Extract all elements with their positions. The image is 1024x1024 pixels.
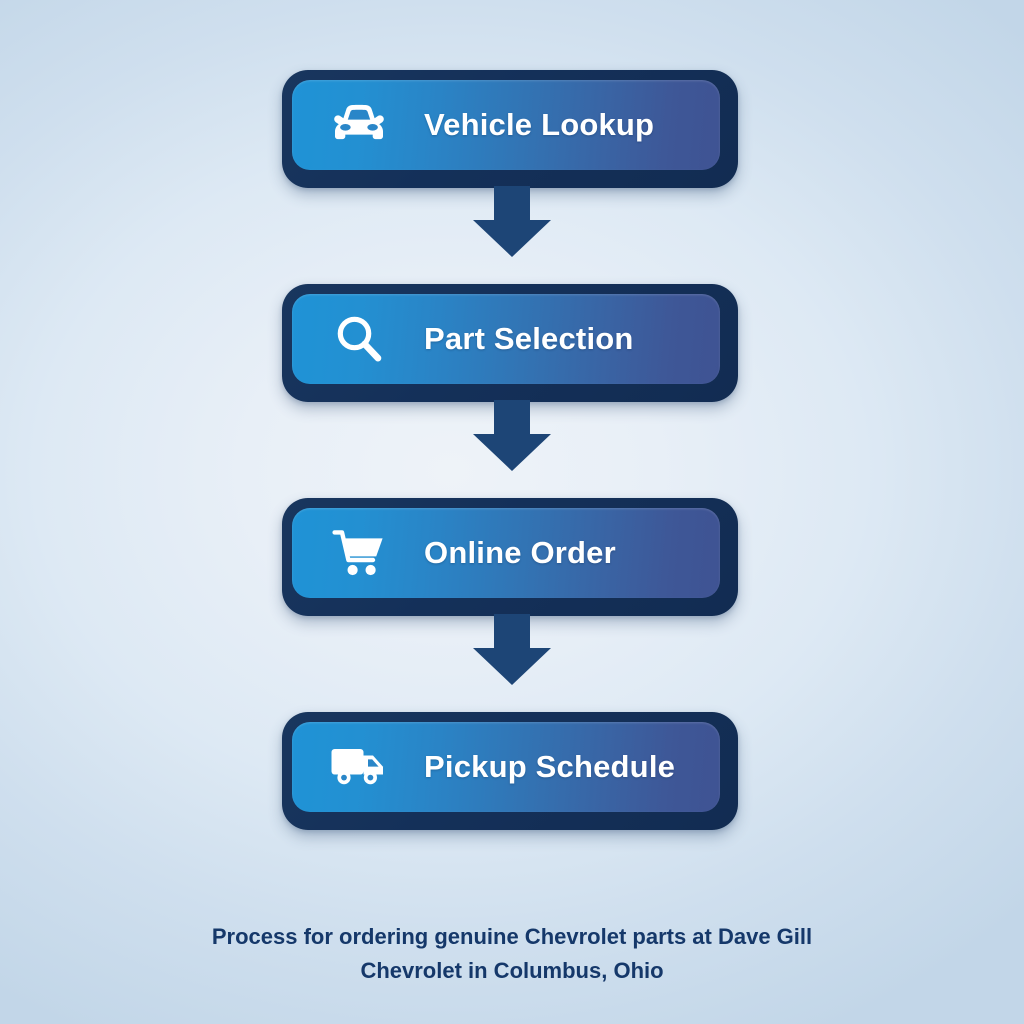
shopping-cart-icon bbox=[328, 527, 390, 579]
arrow-down-icon bbox=[470, 400, 554, 472]
flowchart: Vehicle Lookup Part Selection bbox=[282, 70, 738, 830]
flow-step-online-order[interactable]: Online Order bbox=[282, 498, 738, 616]
flow-step-body: Online Order bbox=[292, 508, 720, 598]
flow-step-body: Vehicle Lookup bbox=[292, 80, 720, 170]
magnifier-icon bbox=[328, 313, 390, 365]
delivery-truck-icon bbox=[328, 741, 390, 793]
flow-step-part-selection[interactable]: Part Selection bbox=[282, 284, 738, 402]
flow-step-label: Pickup Schedule bbox=[424, 749, 676, 784]
flow-step-label: Online Order bbox=[424, 535, 616, 570]
caption-line-1: Process for ordering genuine Chevrolet p… bbox=[211, 924, 813, 949]
flow-step-body: Pickup Schedule bbox=[292, 722, 720, 812]
flow-step-label: Vehicle Lookup bbox=[424, 107, 655, 142]
diagram-caption: Process for ordering genuine Chevrolet p… bbox=[142, 920, 882, 988]
arrow-down-icon bbox=[470, 614, 554, 686]
flow-step-vehicle-lookup[interactable]: Vehicle Lookup bbox=[282, 70, 738, 188]
car-icon bbox=[328, 99, 390, 151]
caption-line-2: Chevrolet in Columbus, Ohio bbox=[360, 958, 664, 983]
flow-step-pickup-schedule[interactable]: Pickup Schedule bbox=[282, 712, 738, 830]
flow-step-body: Part Selection bbox=[292, 294, 720, 384]
flow-step-label: Part Selection bbox=[424, 321, 634, 356]
arrow-down-icon bbox=[470, 186, 554, 258]
